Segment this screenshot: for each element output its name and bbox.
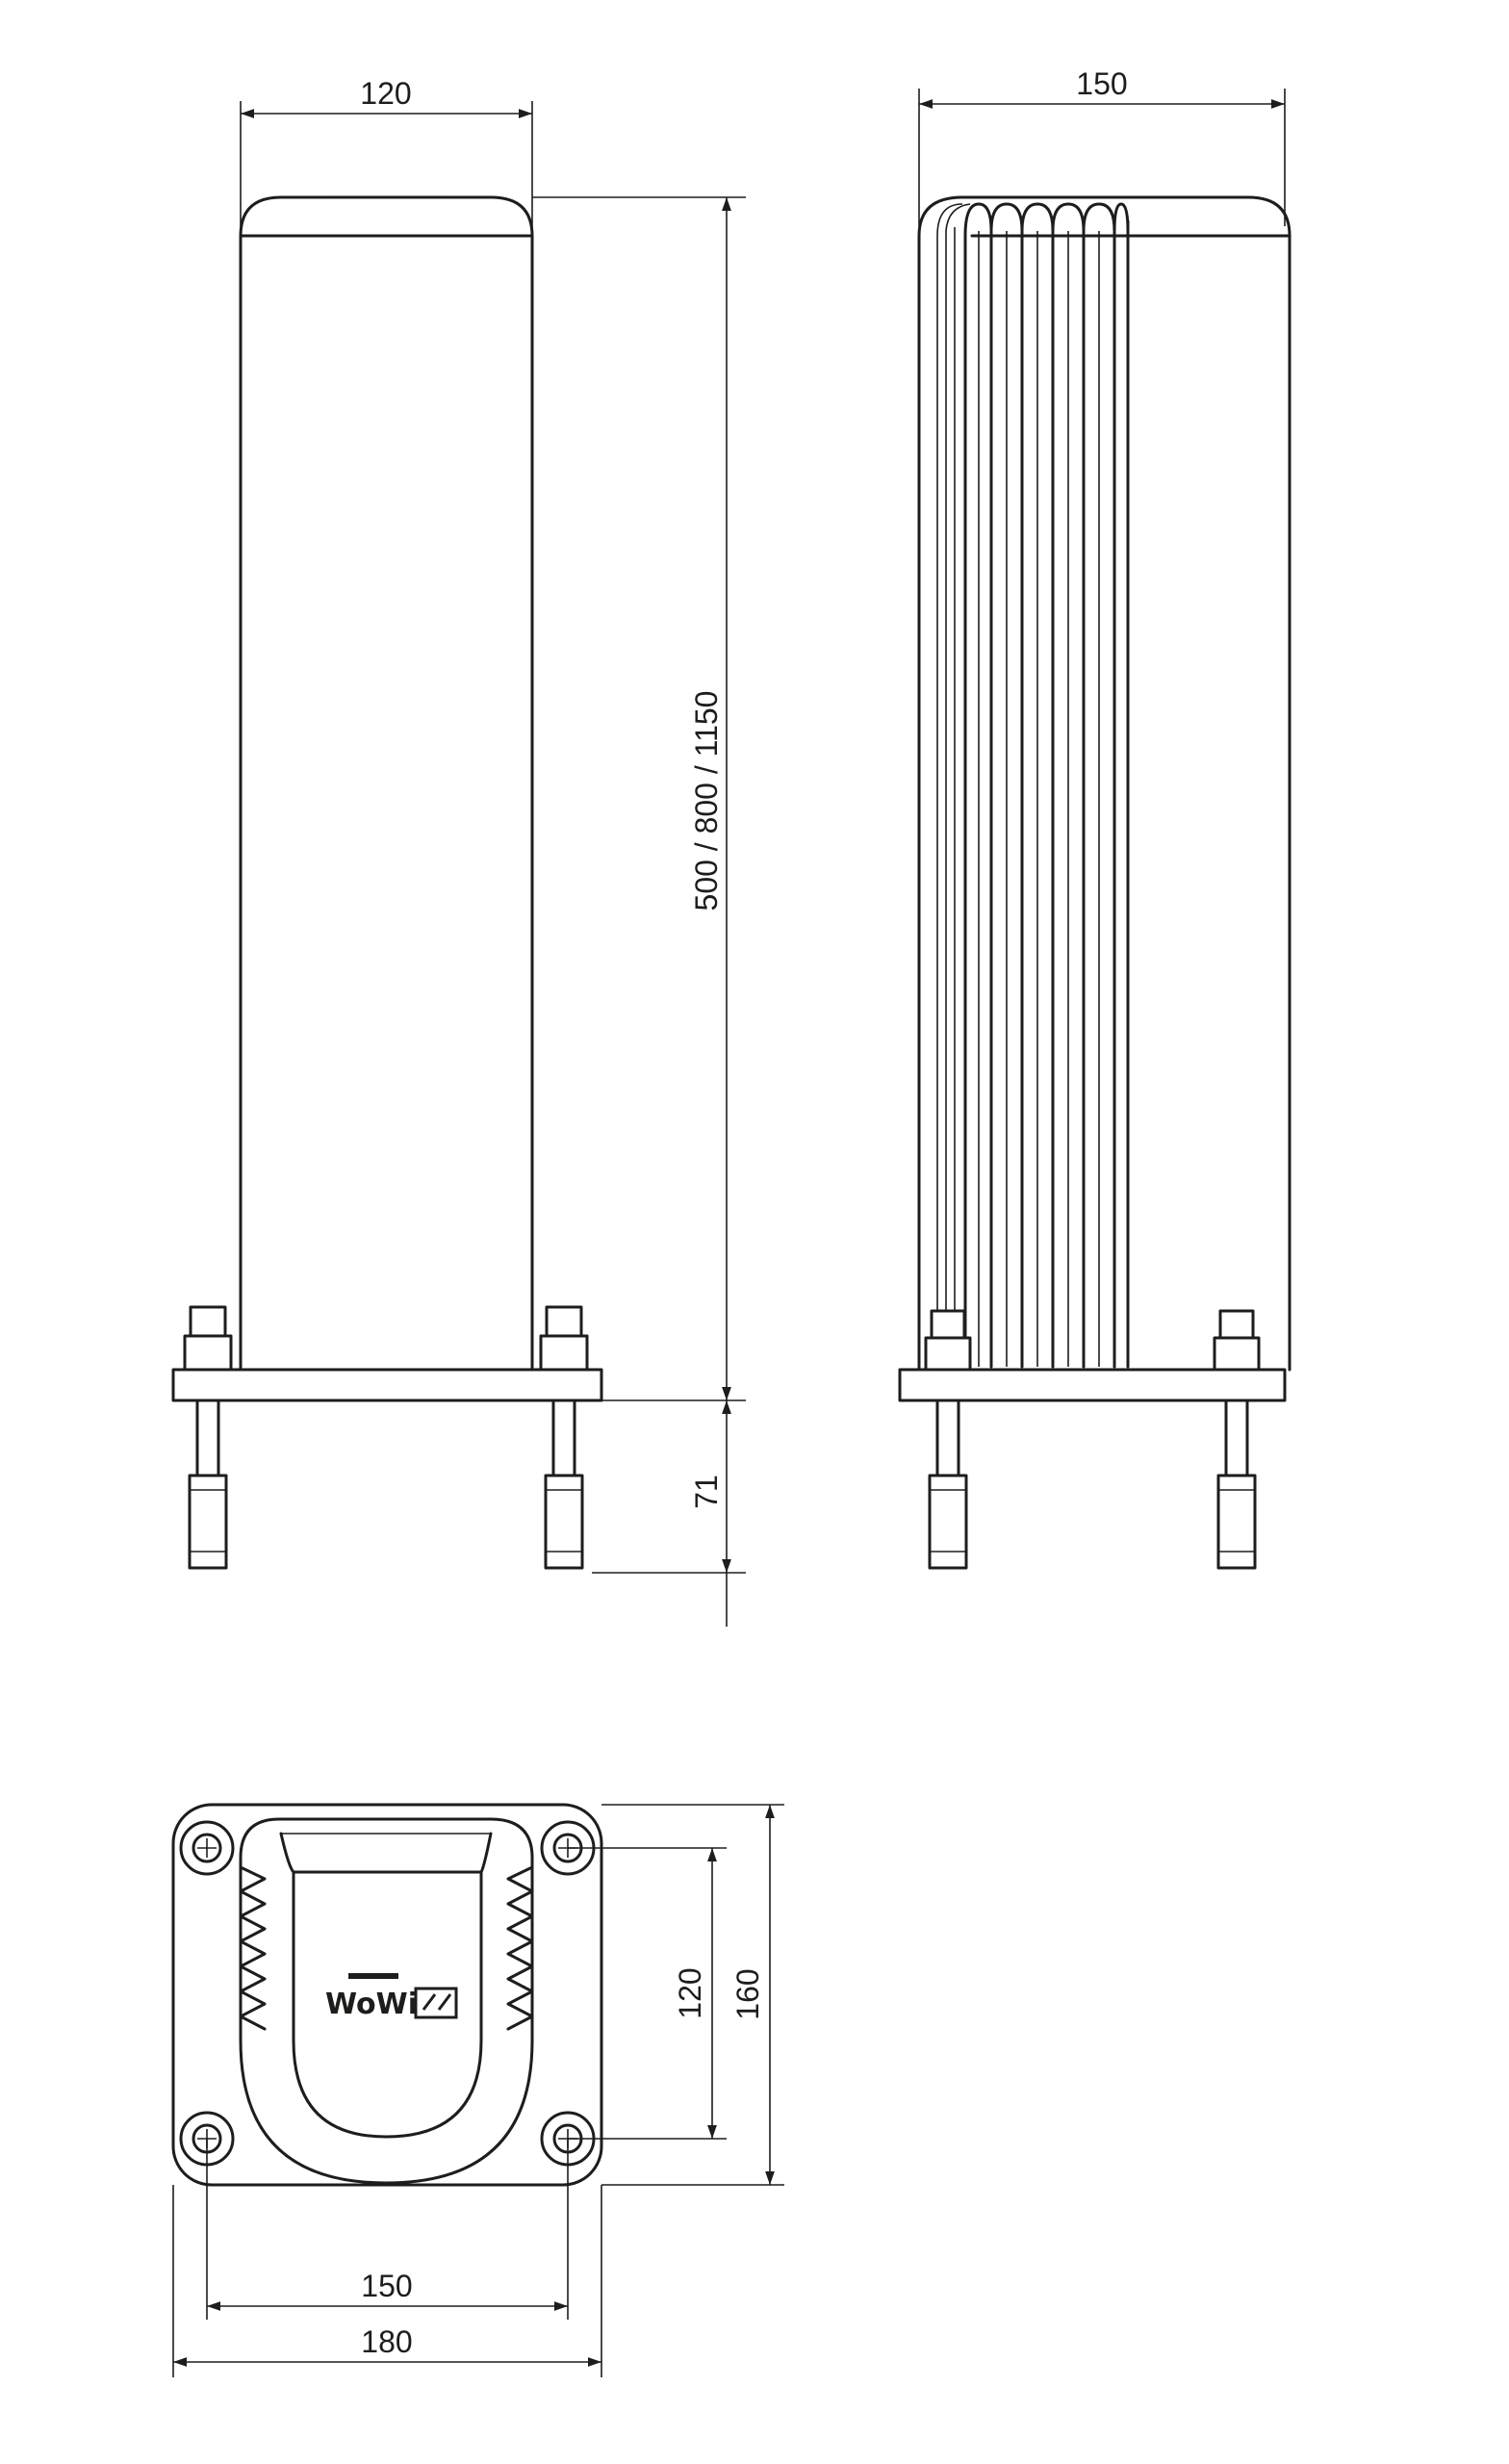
top-bollard-inner-u: [292, 1870, 483, 2139]
front-height-label: 500 / 800 / 1150: [689, 691, 724, 911]
top-inner-height-label: 120: [673, 1967, 707, 2018]
top-bollard-inner: [279, 1832, 493, 1874]
front-anchor-label: 71: [689, 1475, 724, 1509]
top-right-ribs: [506, 1865, 534, 2031]
side-left-anchor: [924, 1309, 972, 1570]
top-view: WoWi: [171, 1803, 784, 2377]
top-outer-width-label: 180: [361, 2324, 412, 2359]
front-width-label: 120: [360, 76, 411, 111]
top-bollard-outer: [239, 1817, 534, 2185]
front-height-dimension: 500 / 800 / 1150 71: [532, 196, 746, 1627]
side-view: 150: [898, 66, 1292, 1570]
front-view: 120 500 / 800 / 1150 71: [171, 76, 746, 1627]
front-base-plate: [171, 1368, 603, 1402]
top-outer-height-label: 160: [730, 1968, 765, 2019]
front-left-anchor: [183, 1305, 233, 1570]
logo: WoWi: [325, 1973, 458, 2021]
top-base-plate: [171, 1803, 603, 2187]
front-bollard-body: [239, 195, 534, 1372]
side-width-label: 150: [1076, 66, 1127, 101]
top-inner-width-label: 150: [361, 2269, 412, 2303]
side-bollard-body: [917, 195, 1292, 1372]
side-wrap-bands: [936, 202, 1130, 1369]
side-right-anchor: [1213, 1309, 1261, 1570]
top-width-dimensions: 150 180: [172, 2139, 602, 2377]
side-base-plate: [898, 1368, 1287, 1402]
top-bolt-top-left: [179, 1820, 235, 1876]
top-height-dimensions: 120 160: [568, 1804, 784, 2186]
logo-text: WoWi: [325, 1988, 418, 2021]
side-width-dimension: 150: [918, 66, 1286, 226]
front-width-dimension: 120: [240, 76, 533, 226]
top-left-ribs: [239, 1865, 267, 2031]
front-right-anchor: [539, 1305, 589, 1570]
